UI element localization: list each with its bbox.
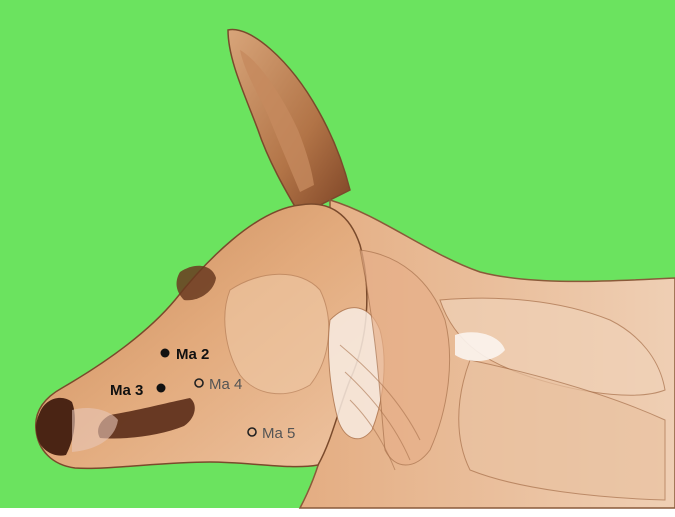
ma3-marker bbox=[157, 384, 166, 393]
ma4-label: Ma 4 bbox=[209, 376, 242, 393]
ma2-label: Ma 2 bbox=[176, 346, 209, 363]
ma2-marker bbox=[161, 349, 170, 358]
ma5-label: Ma 5 bbox=[262, 425, 295, 442]
ma3-label: Ma 3 bbox=[110, 382, 143, 399]
bottom-border bbox=[0, 508, 675, 517]
